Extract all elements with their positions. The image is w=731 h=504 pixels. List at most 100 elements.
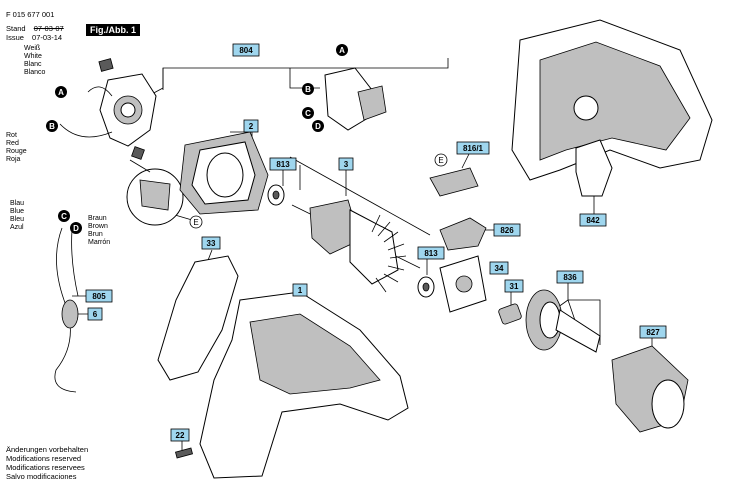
marker-e-left: E: [189, 215, 203, 229]
callout-804-text: 804: [239, 46, 253, 55]
callout-34-text: 34: [495, 264, 504, 273]
marker-c-top-text: C: [305, 109, 311, 118]
handle-cover: [157, 255, 239, 381]
brush-detail-zoom: [126, 159, 184, 226]
switch-module: [324, 67, 387, 131]
callout-827: 827: [639, 325, 667, 339]
marker-d-left-text: D: [73, 224, 79, 233]
callout-33: 33: [201, 236, 221, 250]
callout-6-text: 6: [93, 310, 98, 319]
callout-1: 1: [292, 283, 308, 297]
callout-813-top-text: 813: [276, 160, 290, 169]
belt-clip: [575, 139, 613, 197]
marker-c-top: C: [302, 107, 314, 119]
callout-836: 836: [556, 270, 584, 284]
power-cable: [54, 227, 79, 393]
issue-date: 07-03-14: [32, 33, 63, 42]
callout-805-text: 805: [92, 292, 106, 301]
callout-805: 805: [85, 289, 113, 303]
wire-label: Brun: [88, 231, 103, 238]
marker-e-right: E: [434, 153, 448, 167]
wire-label: Blanc: [24, 61, 42, 68]
callout-22-text: 22: [176, 431, 185, 440]
marker-c-left: C: [58, 210, 70, 222]
callout-842-text: 842: [586, 216, 600, 225]
wire-label: Braun: [88, 215, 107, 222]
marker-e-right-text: E: [438, 156, 443, 165]
callout-22: 22: [170, 428, 190, 442]
gear-plate: [439, 255, 487, 313]
callout-826: 826: [493, 223, 521, 237]
callout-6: 6: [87, 307, 103, 321]
callout-31-text: 31: [510, 282, 519, 291]
drill-chuck: [611, 345, 689, 433]
footer-line: Änderungen vorbehalten: [6, 445, 89, 454]
callout-813-bottom: 813: [417, 246, 445, 260]
issue-label: Issue: [6, 33, 24, 42]
marker-b-left-text: B: [49, 122, 55, 131]
housing-half: [511, 19, 713, 181]
marker-a-top: A: [336, 44, 348, 56]
wire-blue-labels: Blau Blue Bleu Azul: [10, 200, 24, 232]
callout-836-text: 836: [563, 273, 577, 282]
callout-3-text: 3: [344, 160, 349, 169]
footer-line: Modifications reserved: [6, 454, 82, 463]
callout-816-text: 816/1: [463, 144, 484, 153]
wire-label: Azul: [10, 224, 24, 231]
wire-label: Weiß: [24, 45, 41, 52]
wire-label: Bleu: [10, 216, 25, 223]
wire-label: Blue: [10, 208, 25, 215]
footer-line: Salvo modificaciones: [6, 472, 77, 481]
callout-842: 842: [579, 213, 607, 227]
callout-813-bottom-text: 813: [424, 249, 438, 258]
wire-brown-labels: Braun Brown Brun Marrón: [88, 215, 110, 247]
wire-label: Blau: [10, 200, 25, 207]
main-housing: [199, 291, 409, 479]
wire-label: Marrón: [88, 239, 111, 246]
marker-e-left-text: E: [193, 218, 198, 227]
marker-d-top-text: D: [315, 122, 321, 131]
marker-a-left-text: A: [58, 88, 64, 97]
armature: [291, 199, 421, 293]
field-coil: [179, 131, 269, 215]
screw: [175, 447, 193, 459]
callout-33-text: 33: [207, 239, 216, 248]
callout-813-top: 813: [269, 157, 297, 171]
stand-date: 07-03-07: [33, 24, 64, 33]
stand-line: Stand 07-03-07: [6, 24, 64, 33]
callout-31: 31: [504, 279, 524, 293]
callout-1-text: 1: [298, 286, 303, 295]
bearing-right: [417, 276, 435, 298]
wire-label: Roja: [6, 156, 21, 163]
wire-label: Red: [6, 140, 19, 147]
marker-d-top: D: [312, 120, 324, 132]
marker-d-left: D: [70, 222, 82, 234]
marker-b-top: B: [302, 83, 314, 95]
callout-3: 3: [338, 157, 354, 171]
spring-part: [498, 303, 522, 325]
callout-826-text: 826: [500, 226, 514, 235]
marker-c-left-text: C: [61, 212, 67, 221]
connector-part: [429, 167, 479, 197]
marker-b-left: B: [46, 120, 58, 132]
callout-2: 2: [243, 119, 259, 133]
footer-notes: Änderungen vorbehalten Modifications res…: [6, 445, 88, 481]
gear-shaft: [525, 289, 601, 353]
footer-line: Modifications reservees: [6, 463, 85, 472]
wire-label: White: [24, 53, 42, 60]
wire-label: Brown: [88, 223, 108, 230]
issue-line: Issue 07-03-14: [6, 33, 62, 42]
marker-a-top-text: A: [339, 46, 345, 55]
callout-34: 34: [489, 261, 509, 275]
switch-assembly: [59, 58, 157, 160]
wire-label: Blanco: [24, 69, 46, 76]
callout-804: 804: [232, 43, 260, 57]
bearing-left: [267, 184, 285, 206]
wire-label: Rouge: [6, 148, 27, 155]
callout-827-text: 827: [646, 328, 660, 337]
wire-white-labels: Weiß White Blanc Blanco: [24, 45, 45, 77]
callout-816: 816/1: [456, 141, 490, 155]
doc-number: F 015 677 001: [6, 10, 55, 19]
figure-label: Fig./Abb. 1: [86, 24, 140, 36]
